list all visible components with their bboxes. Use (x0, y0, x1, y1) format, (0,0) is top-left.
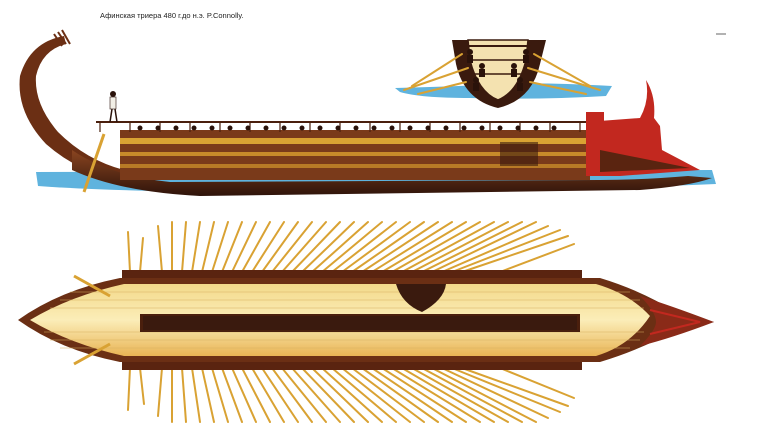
top-hatch-cutaway (396, 284, 446, 312)
side-cutaway (500, 142, 538, 166)
figure-caption: Афинская триера 480 г.до н.э. P.Connolly… (100, 11, 244, 20)
top-outrigger-lower (122, 362, 582, 370)
side-view (19, 29, 716, 196)
top-steering-oar-lower (73, 342, 111, 366)
side-rowers (137, 125, 557, 131)
cross-section-rowers (467, 49, 529, 91)
stern-curl (19, 36, 124, 180)
top-outrigger-upper (122, 270, 582, 278)
top-bow-ram (640, 296, 714, 346)
steersman-figure (109, 91, 118, 123)
top-view (18, 221, 714, 423)
steering-oar (82, 133, 106, 193)
cross-section-view (395, 39, 612, 108)
bow-ram-red (586, 80, 700, 176)
cross-section-oars (403, 53, 601, 95)
top-steering-oar-upper (73, 274, 111, 298)
side-hull-lower (72, 150, 712, 196)
top-oars-upper (127, 221, 575, 273)
top-oars-lower (127, 367, 575, 423)
